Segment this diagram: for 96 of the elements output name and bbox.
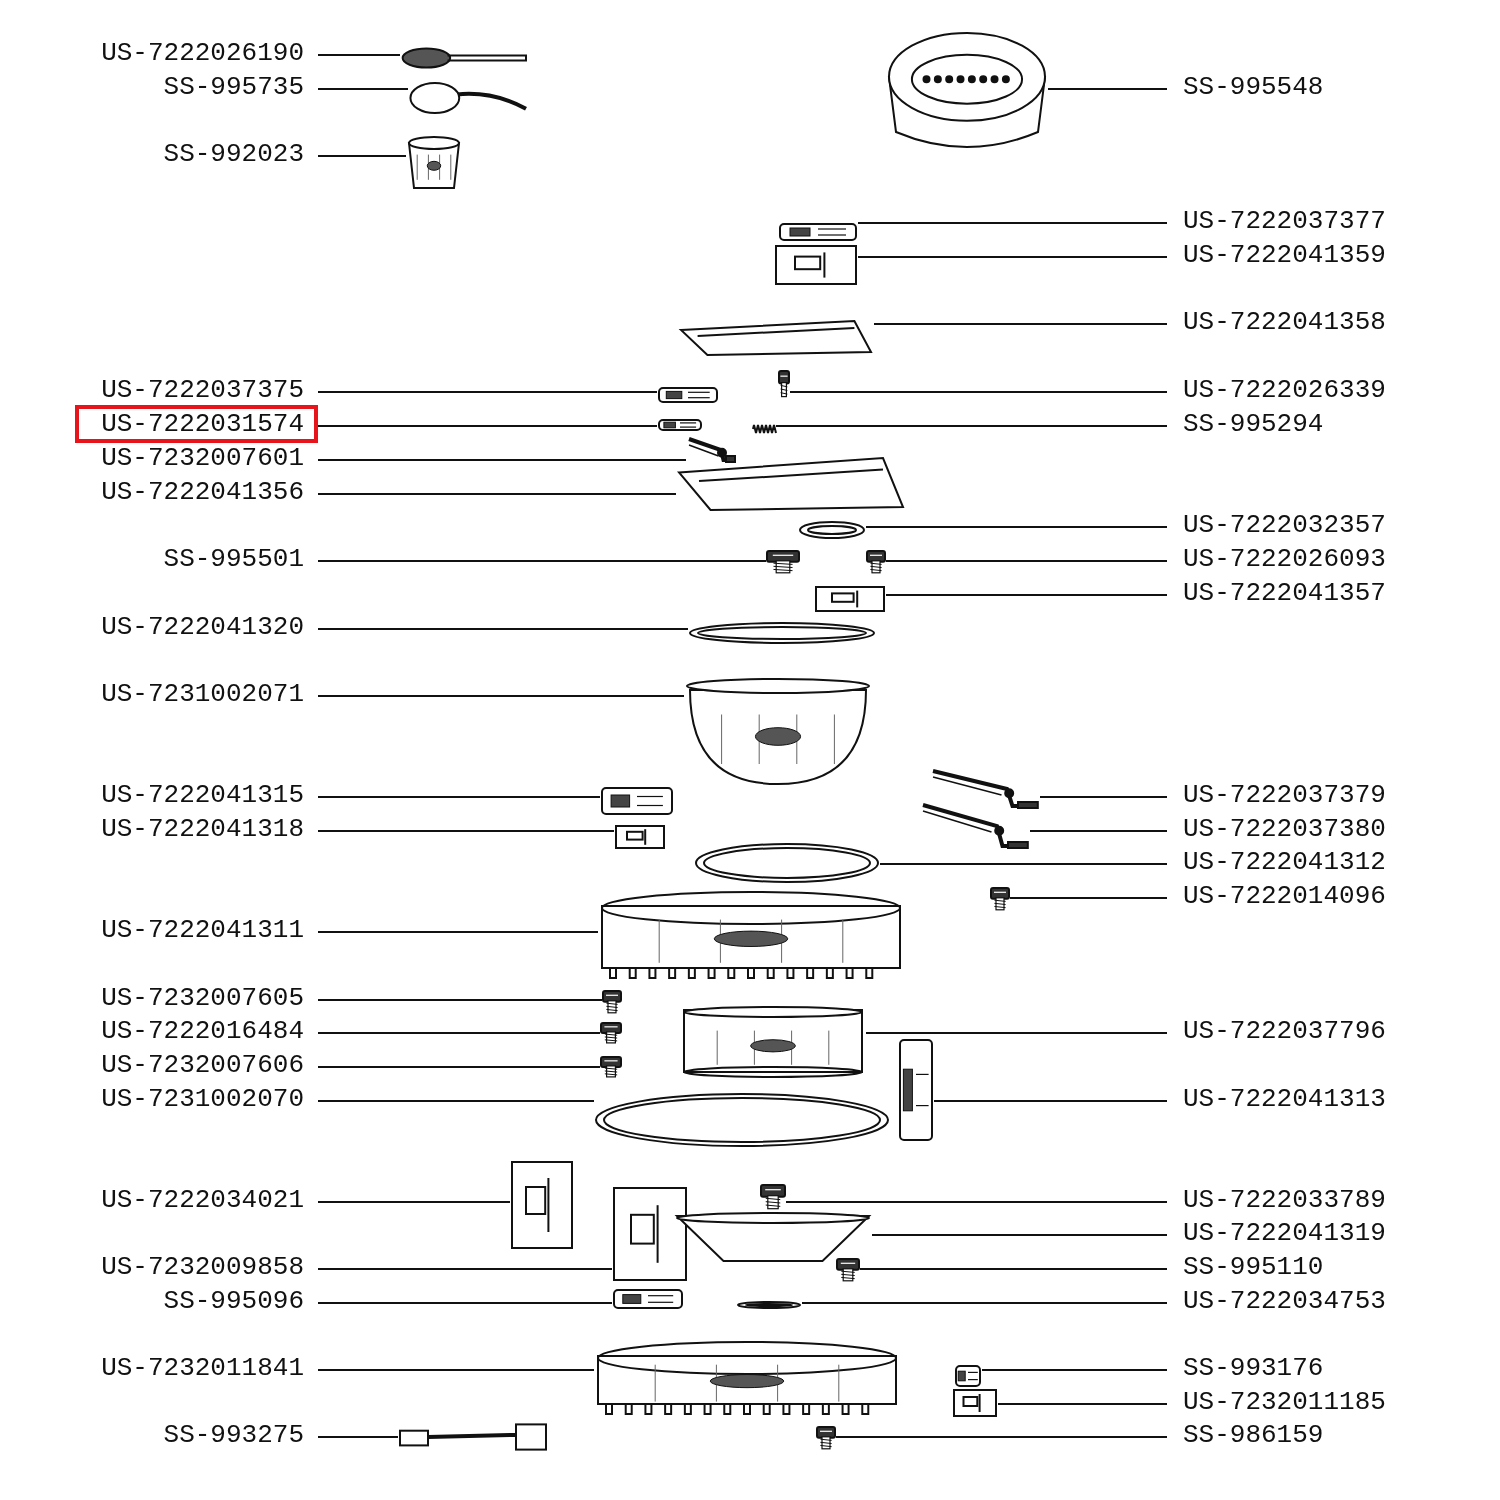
leader-line	[997, 1403, 1168, 1405]
valve-drawing	[766, 550, 800, 574]
socket-bracket-drawing	[952, 1388, 998, 1418]
pin-drawing	[686, 436, 736, 464]
leader-line	[317, 1268, 613, 1270]
part-number: US-7222041358	[1167, 303, 1417, 341]
leader-line	[317, 54, 401, 56]
part-number: US-7222041320	[75, 608, 318, 646]
spring-drawing	[752, 424, 776, 434]
leader-line	[317, 1369, 595, 1371]
leader-line	[835, 1436, 1168, 1438]
ladle-drawing	[408, 80, 530, 116]
nut-drawing	[600, 1056, 622, 1078]
fan-drawing	[612, 1288, 684, 1310]
part-number: US-7222037796	[1167, 1012, 1417, 1050]
leader-line	[317, 1436, 399, 1438]
sensor-wire-drawing	[920, 802, 1030, 850]
leader-line	[865, 1032, 1168, 1034]
washer-drawing	[736, 1300, 802, 1310]
leader-line	[879, 863, 1168, 865]
leader-line	[865, 526, 1168, 528]
leader-line	[317, 560, 767, 562]
leader-line	[317, 931, 599, 933]
leader-line	[317, 628, 689, 630]
heating-plate-drawing	[674, 1210, 872, 1264]
latch-drawing	[814, 585, 886, 613]
bracket-drawing	[612, 1186, 688, 1282]
lid-shell-drawing	[676, 455, 906, 513]
leader-line	[317, 999, 603, 1001]
part-number: SS-993275	[75, 1416, 318, 1454]
leader-line	[801, 1302, 1168, 1304]
part-number: US-7222031574	[75, 405, 318, 443]
cover-drawing	[778, 222, 858, 242]
clip-drawing	[836, 1258, 860, 1282]
part-number: US-7231002071	[75, 675, 318, 713]
leader-line	[857, 256, 1168, 258]
cover-drawing	[600, 786, 674, 816]
leader-line	[1009, 897, 1168, 899]
lid-panel-drawing	[678, 318, 874, 358]
foot-drawing	[816, 1426, 836, 1450]
circuit-board-drawing	[510, 1160, 574, 1250]
part-number: US-7222041311	[75, 911, 318, 949]
button-drawing	[657, 418, 703, 432]
valve-assembly-drawing	[774, 244, 858, 286]
heat-shield-drawing	[680, 1004, 866, 1080]
ring-frame-drawing	[694, 842, 880, 884]
pin-drawing	[778, 370, 790, 398]
leader-line	[933, 1100, 1168, 1102]
inner-pot-drawing	[684, 676, 872, 786]
leader-line	[317, 459, 687, 461]
part-number: US-7232011841	[75, 1349, 318, 1387]
part-number: SS-992023	[75, 135, 318, 173]
leader-line	[885, 594, 1168, 596]
screw-drawing	[866, 550, 886, 574]
part-number: SS-995548	[1167, 68, 1417, 106]
leader-line	[317, 796, 601, 798]
leader-line	[317, 1066, 601, 1068]
leader-line	[885, 560, 1168, 562]
part-number: SS-995501	[75, 540, 318, 578]
leader-line	[785, 1201, 1168, 1203]
sensor-drawing	[760, 1184, 786, 1210]
spacer-drawing	[602, 990, 622, 1014]
leader-line	[317, 493, 677, 495]
leader-line	[317, 391, 658, 393]
leader-line	[317, 1201, 511, 1203]
leader-line	[317, 88, 409, 90]
clip-drawing	[657, 386, 719, 404]
base-ring-drawing	[594, 1092, 890, 1148]
seal-drawing	[798, 520, 866, 540]
leader-line	[859, 1268, 1168, 1270]
leader-line	[789, 391, 1168, 393]
leader-line	[873, 323, 1168, 325]
leader-line	[317, 1302, 613, 1304]
leader-line	[775, 425, 1168, 427]
leader-line	[317, 155, 407, 157]
leader-line	[317, 830, 615, 832]
leader-line	[1039, 796, 1168, 798]
bracket-drawing	[614, 824, 666, 850]
leader-line	[857, 222, 1168, 224]
cup-drawing	[406, 135, 462, 191]
leader-line	[317, 695, 685, 697]
leader-line	[317, 1100, 595, 1102]
leader-line	[1029, 830, 1168, 832]
leader-line	[981, 1369, 1168, 1371]
part-number: US-7222041313	[1167, 1080, 1417, 1118]
leader-line	[317, 1032, 601, 1034]
screw-drawing	[990, 887, 1010, 911]
leader-line	[871, 1234, 1168, 1236]
part-number: US-7222034021	[75, 1181, 318, 1219]
leader-line	[317, 425, 658, 427]
gasket-drawing	[688, 621, 876, 645]
sensor-wire-drawing	[930, 768, 1040, 810]
bracket-drawing	[898, 1038, 934, 1142]
screw-drawing	[600, 1022, 622, 1044]
leader-line	[1047, 88, 1168, 90]
socket-drawing	[954, 1364, 982, 1388]
